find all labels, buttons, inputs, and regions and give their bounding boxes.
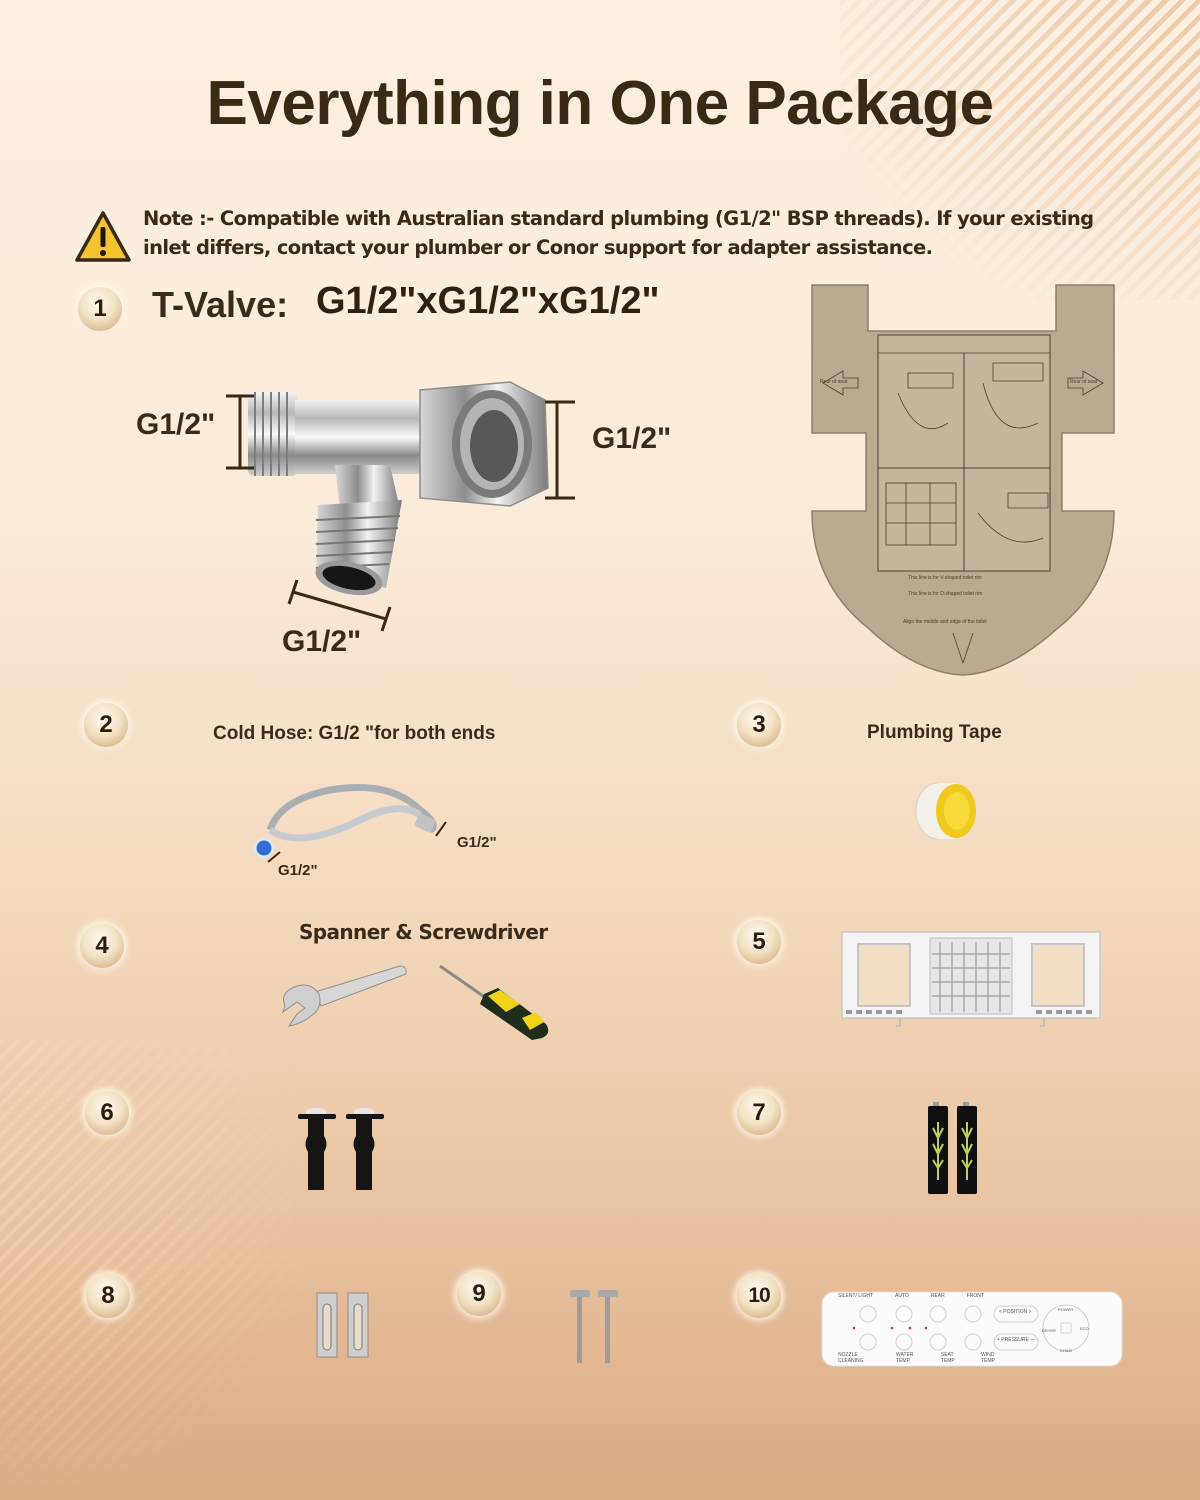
spanner-screwdriver-label: Spanner & Screwdriver <box>299 920 548 944</box>
remote-label-auto: AUTO <box>895 1293 909 1299</box>
aaa-batteries-image <box>928 1102 984 1196</box>
remote-child-label: CHILD <box>1060 1348 1073 1353</box>
remote-top-labels: SILENT/ LIGHT AUTO REAR FRONT <box>838 1293 998 1299</box>
remote-label-rear: REAR <box>930 1293 945 1299</box>
plumbing-tape-label: Plumbing Tape <box>867 722 1002 743</box>
remote-dryer-label: DRYER <box>1042 1328 1056 1333</box>
installation-template-card: Rear of seat Rear of seat This line is fo… <box>808 283 1118 678</box>
item-number-badge-4: 4 <box>80 924 124 968</box>
item-number-badge-8: 8 <box>86 1274 130 1318</box>
screwdriver-image <box>436 962 554 1046</box>
t-valve-dimension-right: G1/2" <box>592 422 672 455</box>
hose-dimension-right: G1/2" <box>457 834 497 851</box>
t-valve-image <box>90 370 710 670</box>
mounting-plate-image <box>840 928 1102 1028</box>
compatibility-note: Note :- Compatible with Australian stand… <box>143 207 1094 259</box>
svg-text:Rear of seat: Rear of seat <box>820 379 848 385</box>
spanner-image <box>275 962 410 1032</box>
item-number-badge-9: 9 <box>457 1272 501 1316</box>
t-valve-label: T-Valve: <box>152 284 289 325</box>
decorative-stripes-bottom-left <box>0 1040 320 1500</box>
remote-label-wind-temp: WIND TEMP <box>981 1352 995 1364</box>
remote-label-nozzle-cleaning: NOZZLE CLEANING <box>838 1352 864 1364</box>
item-number-badge-2: 2 <box>84 703 128 747</box>
remote-power-label: POWER <box>1058 1307 1074 1312</box>
item-number-badge-1: 1 <box>78 287 122 331</box>
braided-hose-image <box>240 770 470 880</box>
remote-eco-label: ECO <box>1080 1326 1089 1331</box>
remote-control-panel-image <box>818 1290 1130 1370</box>
item-number-badge-10: 10 <box>737 1274 781 1318</box>
svg-text:This line is for D-shaped toil: This line is for D-shaped toilet rim <box>908 591 982 597</box>
hose-dimension-left: G1/2" <box>278 862 318 879</box>
remote-position-button: < POSITION > <box>999 1309 1032 1315</box>
page-title: Everything in One Package <box>206 69 994 138</box>
item-number-badge-7: 7 <box>737 1091 781 1135</box>
svg-text:Align the middle and edge of t: Align the middle and edge of the toilet <box>903 619 987 625</box>
item-number-badge-6: 6 <box>85 1091 129 1135</box>
remote-bottom-labels: NOZZLE CLEANING WATER TEMP SEAT TEMP WIN… <box>838 1352 1008 1364</box>
svg-text:Rear of seat: Rear of seat <box>1070 379 1098 385</box>
remote-label-seat-temp: SEAT TEMP <box>940 1352 955 1364</box>
bolts-image <box>568 1288 620 1364</box>
svg-text:This line is for V-shaped toil: This line is for V-shaped toilet rim <box>908 575 982 581</box>
remote-pressure-button: + PRESSURE — <box>997 1337 1036 1343</box>
ptfe-tape-roll-image <box>912 778 980 844</box>
mounting-brackets-image <box>316 1292 370 1358</box>
rubber-anchors-image <box>296 1106 388 1192</box>
item-number-badge-5: 5 <box>737 920 781 964</box>
warning-icon <box>74 210 132 264</box>
cold-hose-label: Cold Hose: G1/2 "for both ends <box>213 723 496 744</box>
remote-label-silent-light: SILENT/ LIGHT <box>838 1293 874 1299</box>
remote-label-front: FRONT <box>966 1293 984 1299</box>
t-valve-spec: G1/2"xG1/2"xG1/2" <box>316 280 660 322</box>
t-valve-dimension-left: G1/2" <box>136 408 216 441</box>
item-number-badge-3: 3 <box>737 703 781 747</box>
remote-label-water-temp: WATER TEMP <box>896 1352 914 1364</box>
t-valve-dimension-bottom: G1/2" <box>282 625 362 658</box>
